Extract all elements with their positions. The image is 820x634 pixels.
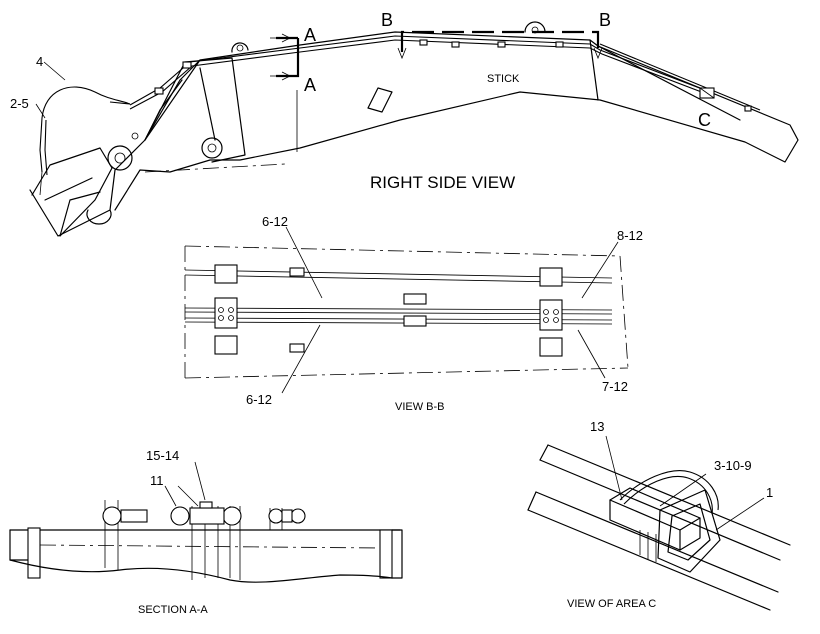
callout-b-right: B [599,10,611,30]
callout-4: 4 [36,54,43,69]
callout-13: 13 [590,419,604,434]
section-aa-title: SECTION A-A [138,604,208,616]
view-area-c-title: VIEW OF AREA C [567,598,656,610]
right-side-view: A A B B C 4 2-5 STICK RIGHT SIDE VIEW [10,10,799,237]
callout-7-12: 7-12 [602,379,628,394]
callout-8-12: 8-12 [617,228,643,243]
section-aa: 15-14 11 SECTION A-A [9,448,403,616]
callout-1: 1 [766,485,773,500]
callout-15-14: 15-14 [146,448,179,463]
callout-b-left: B [381,10,393,30]
view-bb: 6-12 6-12 8-12 7-12 VIEW B-B [184,214,643,413]
stick-label: STICK [487,73,520,85]
view-bb-title: VIEW B-B [395,401,445,413]
right-side-view-title: RIGHT SIDE VIEW [370,173,515,192]
callout-a-bottom: A [304,75,316,95]
callout-6-12-bottom: 6-12 [246,392,272,407]
callout-11: 11 [150,473,164,488]
callout-6-12-top: 6-12 [262,214,288,229]
view-area-c: 13 3-10-9 1 VIEW OF AREA C [527,419,791,611]
callout-3-10-9: 3-10-9 [714,458,752,473]
callout-a-top: A [304,25,316,45]
callout-c: C [698,110,711,130]
callout-2-5: 2-5 [10,96,29,111]
